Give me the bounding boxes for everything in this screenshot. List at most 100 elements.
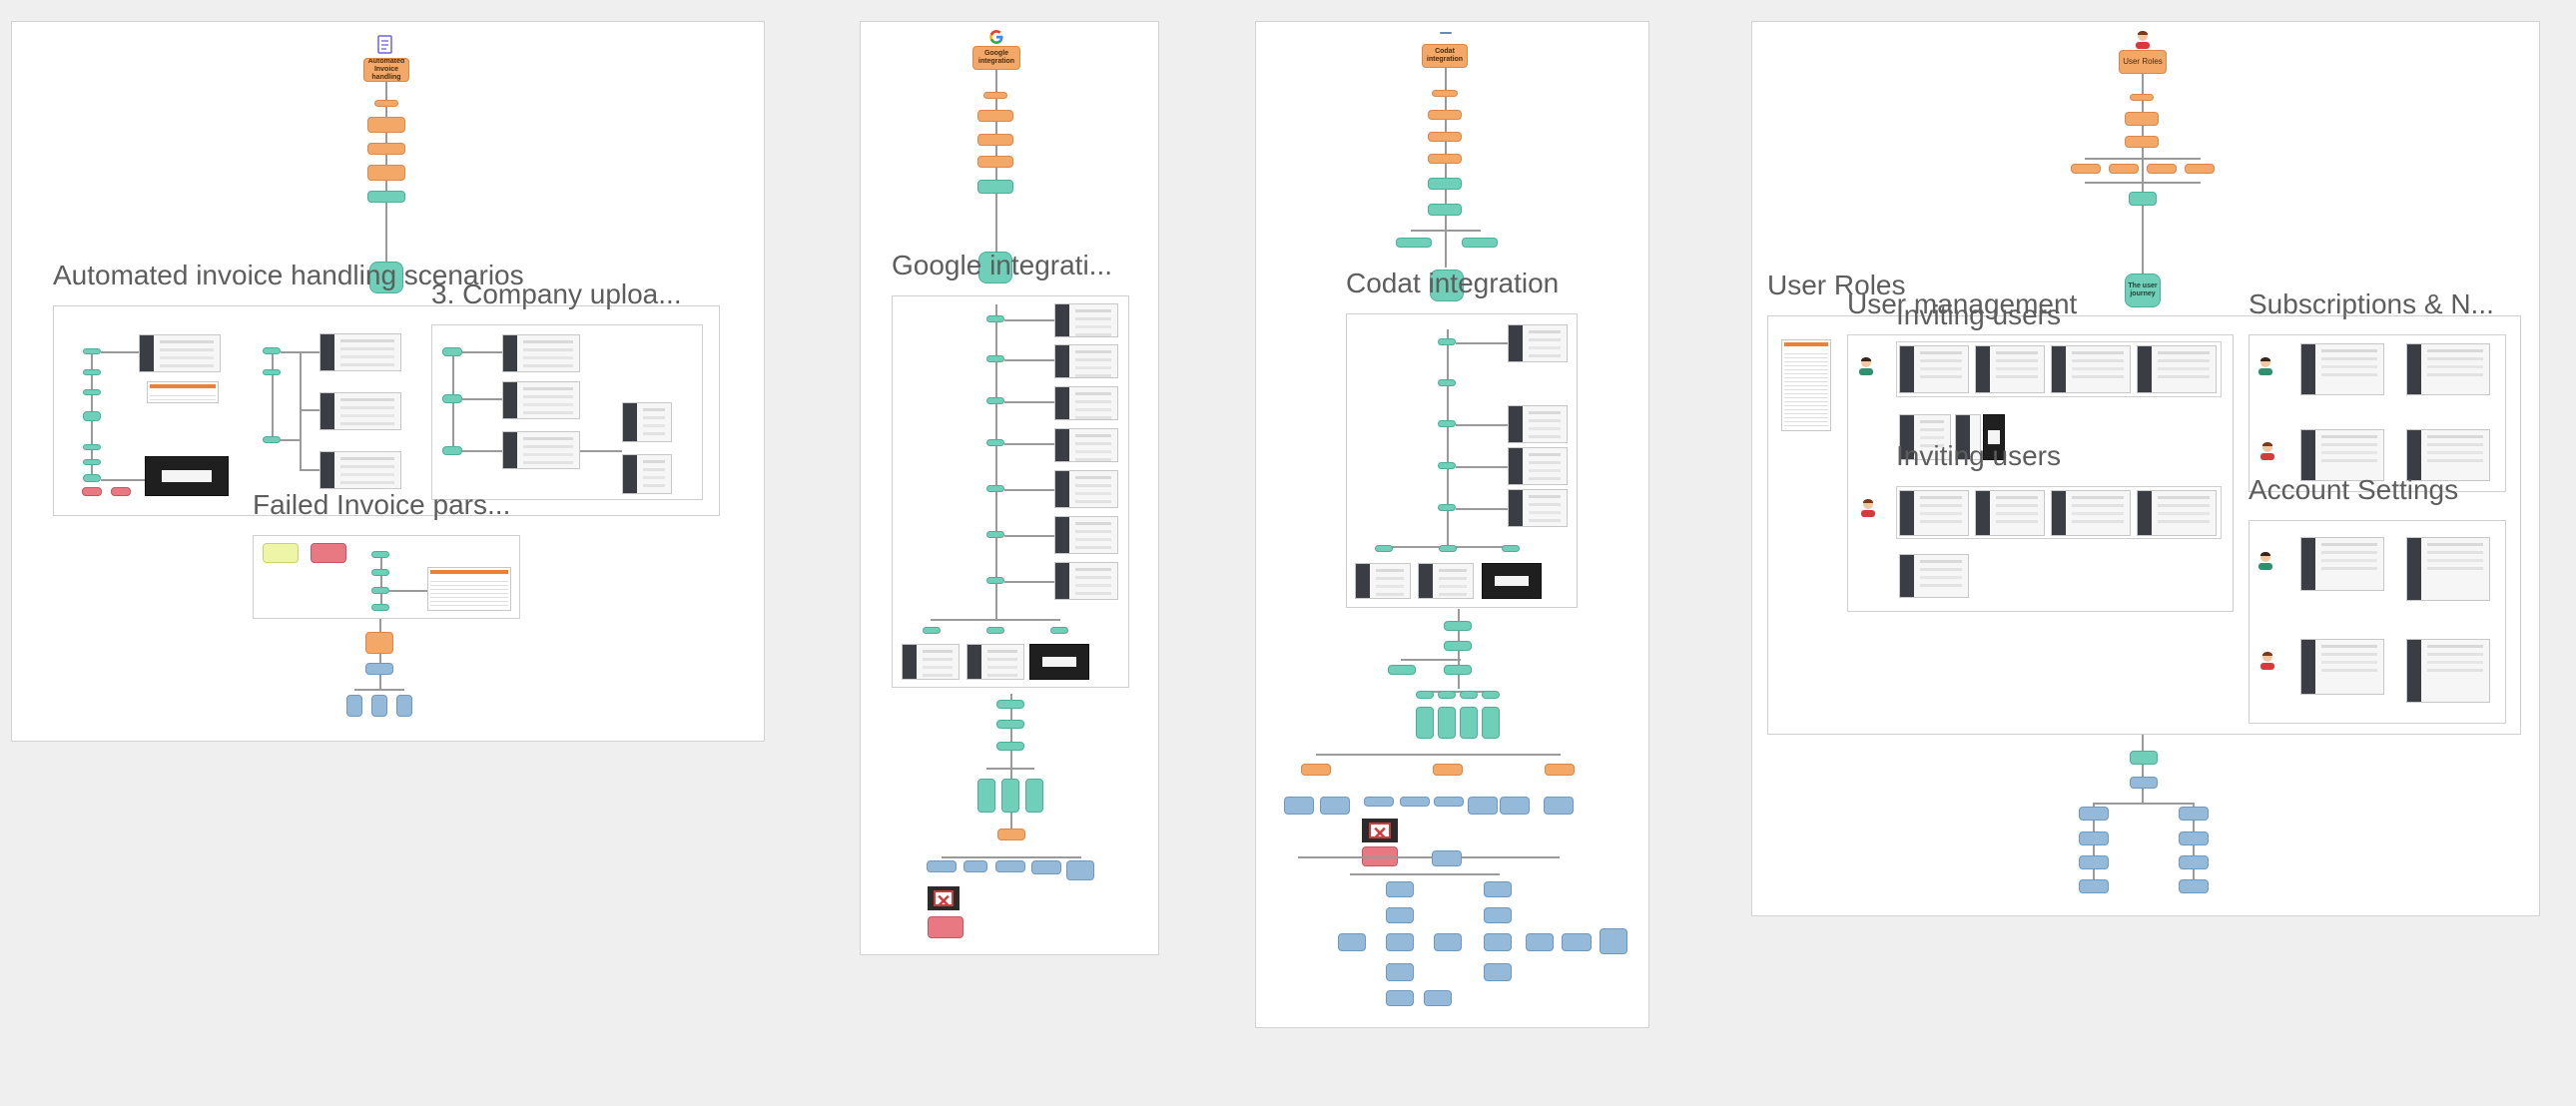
flow-node[interactable] <box>1386 963 1414 981</box>
flow-node[interactable] <box>1439 545 1457 552</box>
flow-node[interactable] <box>996 700 1024 709</box>
flow-node[interactable] <box>996 742 1024 751</box>
flow-node[interactable] <box>1416 691 1434 699</box>
flow-node[interactable] <box>2079 879 2109 893</box>
screenshot-thumbnail[interactable] <box>1482 563 1542 599</box>
screenshot-thumbnail[interactable] <box>320 451 401 489</box>
flow-node[interactable] <box>1545 764 1575 776</box>
screenshot-thumbnail[interactable] <box>1983 414 2005 460</box>
screenshot-thumbnail[interactable] <box>622 402 672 442</box>
screenshot-thumbnail[interactable] <box>622 454 672 494</box>
flow-node[interactable] <box>1428 154 1462 164</box>
screenshot-thumbnail[interactable] <box>1054 428 1118 462</box>
flow-node[interactable] <box>367 117 405 133</box>
flow-node[interactable] <box>1433 764 1463 776</box>
flow-node[interactable] <box>1482 691 1500 699</box>
flow-node[interactable] <box>1444 621 1472 631</box>
flow-node[interactable] <box>1364 797 1394 807</box>
screenshot-thumbnail[interactable] <box>1508 324 1568 362</box>
flow-node[interactable] <box>1338 933 1366 951</box>
flow-node[interactable] <box>1484 963 1512 981</box>
flow-node[interactable] <box>1284 797 1314 815</box>
flow-node[interactable] <box>371 587 389 594</box>
screenshot-thumbnail[interactable] <box>1054 303 1118 337</box>
flow-node[interactable] <box>346 695 362 717</box>
screenshot-thumbnail[interactable] <box>1508 447 1568 485</box>
flow-node[interactable] <box>1031 860 1061 874</box>
flow-node[interactable] <box>1428 204 1462 216</box>
flow-node[interactable] <box>83 474 101 482</box>
flow-node[interactable] <box>1438 707 1456 739</box>
error-node[interactable] <box>311 543 346 563</box>
flow-node[interactable] <box>1434 933 1462 951</box>
screenshot-thumbnail[interactable] <box>1975 345 2045 393</box>
screenshot-thumbnail[interactable] <box>1054 562 1118 600</box>
screenshot-thumbnail[interactable] <box>1508 489 1568 527</box>
screenshot-thumbnail[interactable] <box>2300 639 2384 695</box>
flow-node[interactable] <box>1400 797 1430 807</box>
flow-node[interactable] <box>1438 379 1456 386</box>
screenshot-thumbnail[interactable] <box>1508 405 1568 443</box>
screenshot-thumbnail[interactable] <box>145 456 229 496</box>
flow-node[interactable] <box>927 860 957 872</box>
flow-node[interactable] <box>2179 807 2209 821</box>
flow-node[interactable] <box>1025 779 1043 813</box>
screenshot-thumbnail[interactable] <box>2137 345 2217 393</box>
roles-table-thumbnail[interactable] <box>1781 339 1831 431</box>
flow-node[interactable] <box>2147 164 2177 174</box>
flow-node[interactable] <box>1396 238 1432 248</box>
screenshot-thumbnail[interactable] <box>502 431 580 469</box>
screenshot-thumbnail[interactable] <box>139 334 221 372</box>
flow-node[interactable] <box>1526 933 1554 951</box>
flow-node[interactable] <box>367 143 405 155</box>
flow-node[interactable] <box>1438 338 1456 345</box>
flow-node[interactable] <box>995 860 1025 872</box>
flow-node[interactable] <box>263 347 281 354</box>
flow-node[interactable] <box>1320 797 1350 815</box>
flow-node[interactable] <box>1500 797 1530 815</box>
flow-node[interactable] <box>371 569 389 576</box>
flow-node[interactable] <box>2079 855 2109 869</box>
screenshot-thumbnail[interactable] <box>1899 490 1969 536</box>
error-node[interactable] <box>82 487 102 496</box>
flow-node[interactable] <box>1460 691 1478 699</box>
screenshot-thumbnail[interactable] <box>147 381 219 403</box>
error-node[interactable] <box>928 916 964 938</box>
screenshot-thumbnail[interactable] <box>966 644 1024 680</box>
screenshot-thumbnail[interactable] <box>1054 344 1118 378</box>
flow-node[interactable] <box>367 191 405 203</box>
flow-node[interactable] <box>365 632 393 654</box>
flow-node[interactable] <box>2130 751 2158 765</box>
screenshot-thumbnail[interactable] <box>1054 516 1118 554</box>
screenshot-thumbnail[interactable] <box>1029 644 1089 680</box>
google-header-node[interactable]: Google integration <box>972 46 1020 70</box>
flow-node[interactable] <box>1544 797 1574 815</box>
flow-node[interactable] <box>983 92 1007 99</box>
error-node[interactable] <box>111 487 131 496</box>
flow-node[interactable] <box>442 347 462 356</box>
flow-node[interactable] <box>2079 831 2109 845</box>
flow-node[interactable] <box>1428 110 1462 120</box>
flow-node[interactable] <box>977 110 1013 122</box>
screenshot-thumbnail[interactable] <box>320 333 401 371</box>
flow-node[interactable] <box>2185 164 2215 174</box>
screenshot-thumbnail[interactable] <box>2137 490 2217 536</box>
flow-node[interactable] <box>1432 90 1458 97</box>
flow-node[interactable] <box>263 436 281 443</box>
invoice-header-node[interactable]: Automated Invoice handling <box>363 58 409 82</box>
flow-node[interactable] <box>2179 831 2209 845</box>
flow-node[interactable] <box>1444 665 1472 675</box>
flow-node[interactable] <box>83 411 101 421</box>
flow-node[interactable] <box>371 604 389 611</box>
flow-node[interactable] <box>371 551 389 558</box>
flow-node[interactable] <box>442 446 462 455</box>
flow-node[interactable] <box>977 180 1013 194</box>
flow-node[interactable] <box>1386 990 1414 1006</box>
flow-node[interactable] <box>263 369 281 375</box>
screenshot-thumbnail[interactable] <box>1899 345 1969 393</box>
flow-node[interactable] <box>1484 933 1512 951</box>
screenshot-thumbnail[interactable] <box>2406 537 2490 601</box>
flow-node[interactable] <box>1600 928 1627 954</box>
sticky-note[interactable] <box>263 543 299 563</box>
flow-node[interactable] <box>2125 136 2159 148</box>
